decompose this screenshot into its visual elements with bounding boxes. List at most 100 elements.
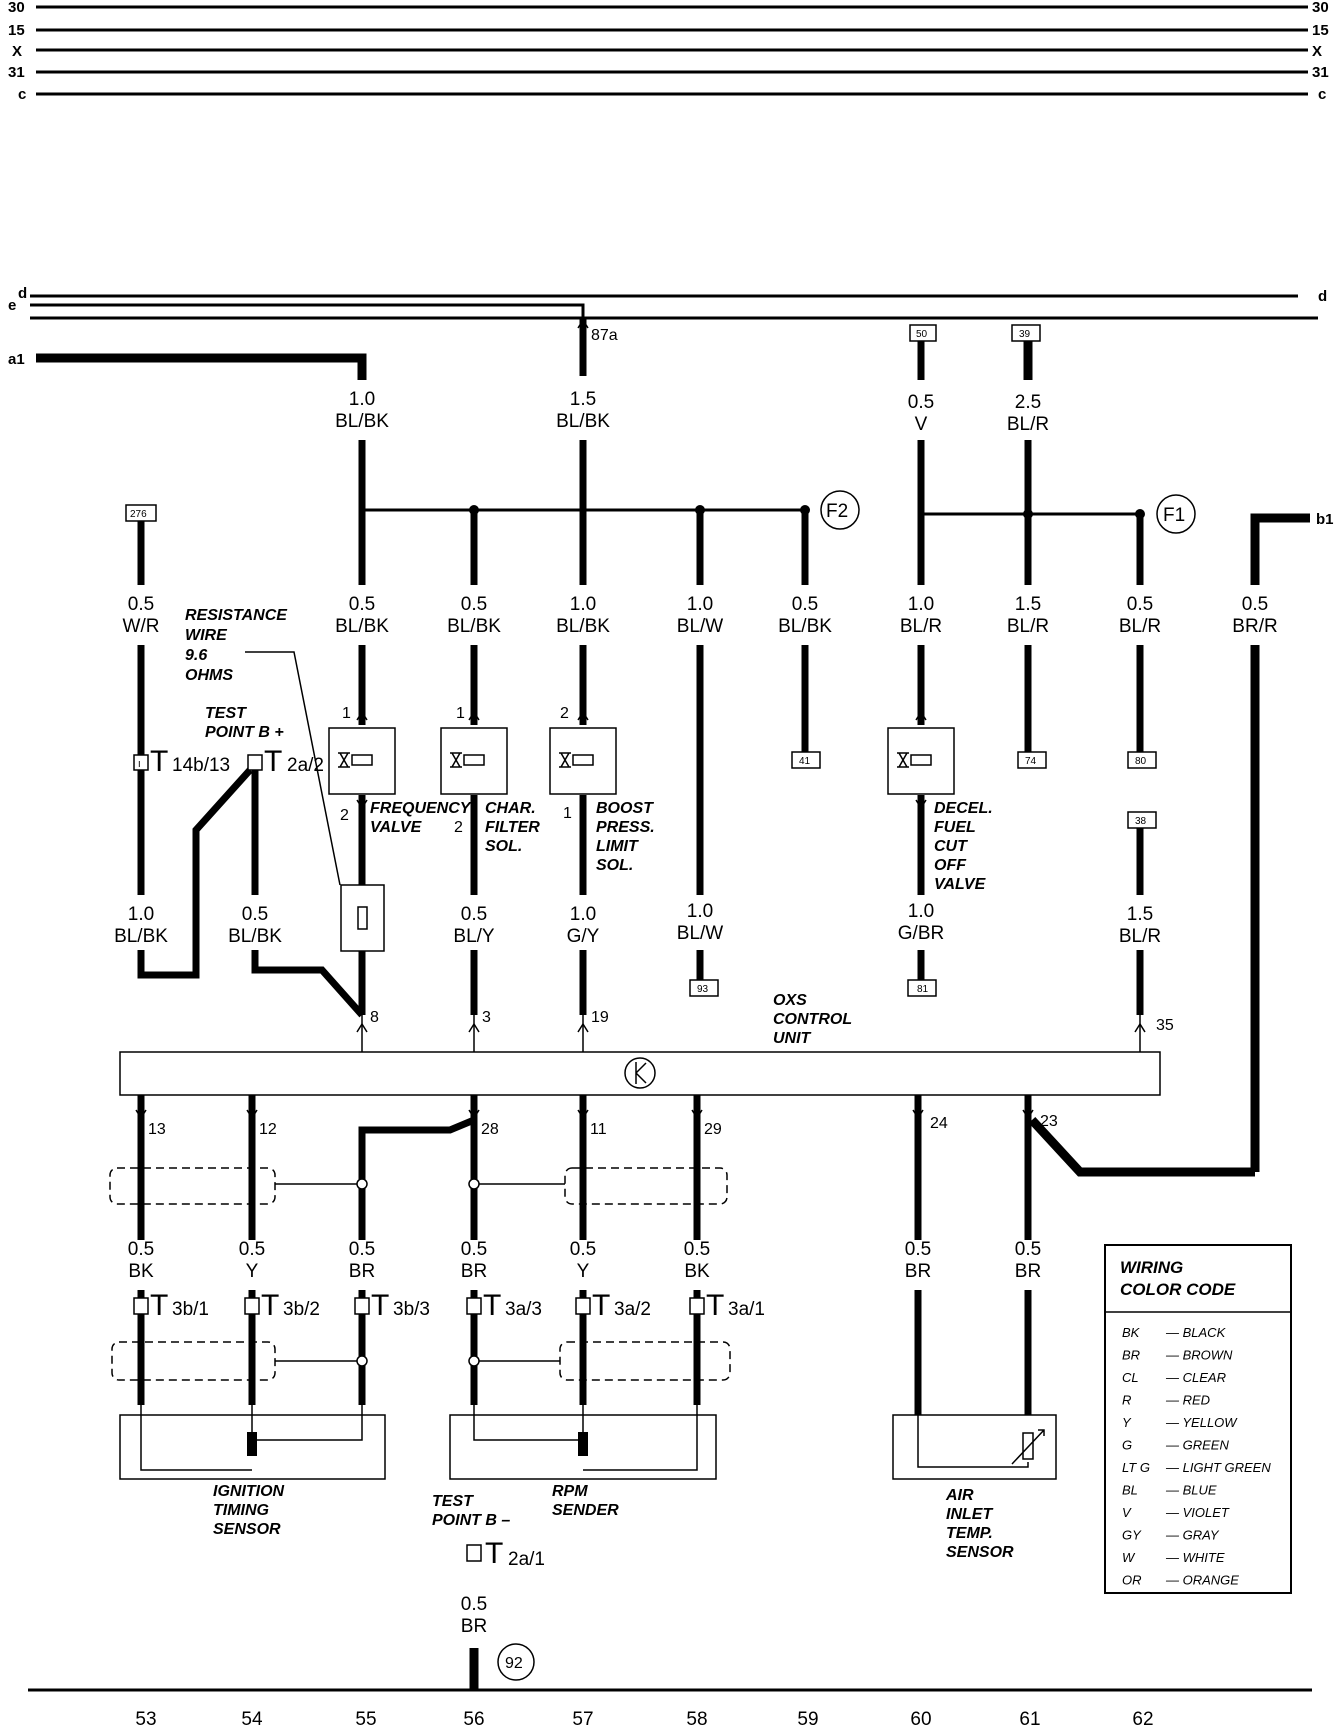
legend-name: — GREEN: [1165, 1438, 1229, 1453]
terminal-87a: 87a: [591, 327, 618, 344]
ref-276: 276: [130, 509, 147, 520]
svg-text:9.6: 9.6: [185, 647, 207, 664]
ref-50: 50: [916, 329, 928, 340]
ref-boxes: 50 39 276 41 74 80 38 93 81: [125, 324, 1157, 997]
connector-label: 14b/13: [172, 755, 230, 776]
wire-labels-mid: 1.0 BL/BK 0.5 BL/BK 0.5 BL/Y 1.0 G/Y 1.0…: [114, 901, 1161, 947]
wire-label: BL/W: [677, 616, 724, 637]
svg-text:OXS: OXS: [773, 992, 807, 1009]
wire-label: 1.0: [570, 904, 596, 925]
fuse-f2: F2: [820, 490, 860, 530]
ref-41: 41: [799, 756, 811, 767]
wire-labels-lower: 0.5 BK 0.5 Y 0.5 BR 0.5 BR 0.5 Y 0.5 BK …: [128, 1239, 1041, 1282]
svg-text:T: T: [485, 1537, 503, 1570]
legend-name: — GRAY: [1165, 1528, 1220, 1543]
legend-code: CL: [1122, 1370, 1139, 1385]
connector-label: 3a/3: [505, 1299, 542, 1320]
b1-label: b1: [1316, 511, 1334, 528]
legend-code: BR: [1122, 1348, 1140, 1363]
ref-80: 80: [1135, 756, 1147, 767]
wire-label: 0.5: [242, 904, 268, 925]
column-number: 59: [797, 1709, 818, 1730]
pin-label: 35: [1156, 1017, 1174, 1034]
svg-text:T: T: [264, 745, 282, 778]
ignition-timing-sensor: IGNITION TIMING SENSOR: [119, 1405, 386, 1538]
wire-label: 0.5: [684, 1239, 710, 1260]
svg-text:T: T: [371, 1289, 389, 1322]
svg-text:T: T: [150, 1289, 168, 1322]
oxs-control-unit: OXS CONTROL UNIT 8 3 19 35: [119, 992, 1174, 1096]
legend-code: BK: [1122, 1325, 1141, 1340]
svg-text:CUT: CUT: [934, 838, 968, 855]
svg-text:SENDER: SENDER: [552, 1502, 619, 1519]
pin-label: 11: [590, 1121, 607, 1138]
legend-name: — YELLOW: [1165, 1415, 1238, 1430]
pin-label: 19: [591, 1009, 609, 1026]
legend-code: W: [1122, 1550, 1136, 1565]
wire-label: 1.0: [908, 594, 934, 615]
legend-code: V: [1122, 1505, 1132, 1520]
wire-label: 0.5: [461, 1239, 487, 1260]
decel-fuel-cut-off-valve: DECEL. FUEL CUT OFF VALVE: [887, 710, 993, 893]
pin-label: 12: [259, 1121, 277, 1138]
wire-label: W/R: [123, 616, 160, 637]
pin-label: 24: [930, 1115, 948, 1132]
svg-text:AIR: AIR: [945, 1487, 974, 1504]
wire-label: BR: [461, 1261, 487, 1282]
legend-code: GY: [1122, 1528, 1142, 1543]
ground-branch: T 2a/1 0.5 BR 92: [28, 1537, 1312, 1692]
svg-text:OHMS: OHMS: [185, 667, 233, 684]
column-number: 60: [910, 1709, 931, 1730]
wire-label: BR/R: [1232, 616, 1277, 637]
wire-label: BL/BK: [228, 926, 282, 947]
svg-text:T: T: [150, 745, 168, 778]
column-number: 57: [572, 1709, 593, 1730]
svg-text:CONTROL: CONTROL: [773, 1011, 852, 1028]
wire-label: 1.5: [570, 389, 596, 410]
legend-name: — WHITE: [1165, 1550, 1225, 1565]
column-number: 54: [241, 1709, 263, 1730]
wire-label: 1.5: [1127, 904, 1153, 925]
wire-label: 0.5: [908, 392, 934, 413]
wire-label: BL/BK: [556, 616, 610, 637]
legend-name: — BLUE: [1165, 1483, 1217, 1498]
ground-92: 92: [505, 1655, 523, 1672]
connector-label: 3a/2: [614, 1299, 651, 1320]
pin-label: 23: [1040, 1113, 1058, 1130]
pin-label: 28: [481, 1121, 499, 1138]
wire-label: BL/Y: [453, 926, 495, 947]
svg-text:TEST: TEST: [432, 1493, 474, 1510]
legend-code: OR: [1122, 1573, 1142, 1588]
upper-wires: [137, 341, 1310, 585]
column-number: 55: [355, 1709, 376, 1730]
legend-title: COLOR CODE: [1120, 1280, 1236, 1299]
svg-text:RESISTANCE: RESISTANCE: [185, 607, 288, 624]
d-left-label: d: [18, 285, 27, 302]
bus-30-right: 30: [1312, 0, 1329, 16]
pin-label: 8: [370, 1009, 379, 1026]
svg-text:LIMIT: LIMIT: [596, 838, 639, 855]
svg-text:OFF: OFF: [934, 857, 967, 874]
svg-text:VALVE: VALVE: [370, 819, 423, 836]
wire-label: 0.5: [905, 1239, 931, 1260]
air-inlet-temp-sensor: AIR INLET TEMP. SENSOR: [892, 1414, 1057, 1561]
svg-text:T: T: [483, 1289, 501, 1322]
bus-31-left: 31: [8, 64, 25, 81]
legend-name: — BLACK: [1165, 1325, 1227, 1340]
svg-text:F1: F1: [1163, 505, 1185, 526]
wire-label: 0.5: [570, 1239, 596, 1260]
lower-wires: 13 12 28 11 29 24 23: [109, 1095, 1058, 1240]
wire-label: 0.5: [792, 594, 818, 615]
svg-text:SENSOR: SENSOR: [946, 1544, 1014, 1561]
wire-label: 1.0: [570, 594, 596, 615]
frequency-valve: 1 2 FREQUENCY VALVE: [328, 705, 472, 836]
ref-39: 39: [1019, 329, 1031, 340]
bus-31-right: 31: [1312, 64, 1329, 81]
svg-text:F2: F2: [826, 501, 848, 522]
ref-38: 38: [1135, 816, 1147, 827]
bus-lines: 30 15 X 31 c 30 15 X 31 c: [8, 0, 1329, 103]
svg-text:POINT B –: POINT B –: [432, 1512, 510, 1529]
wire-label: 0.5: [128, 594, 154, 615]
rpm-sender: RPM SENDER: [449, 1405, 717, 1519]
pin-label: 2: [340, 807, 349, 824]
